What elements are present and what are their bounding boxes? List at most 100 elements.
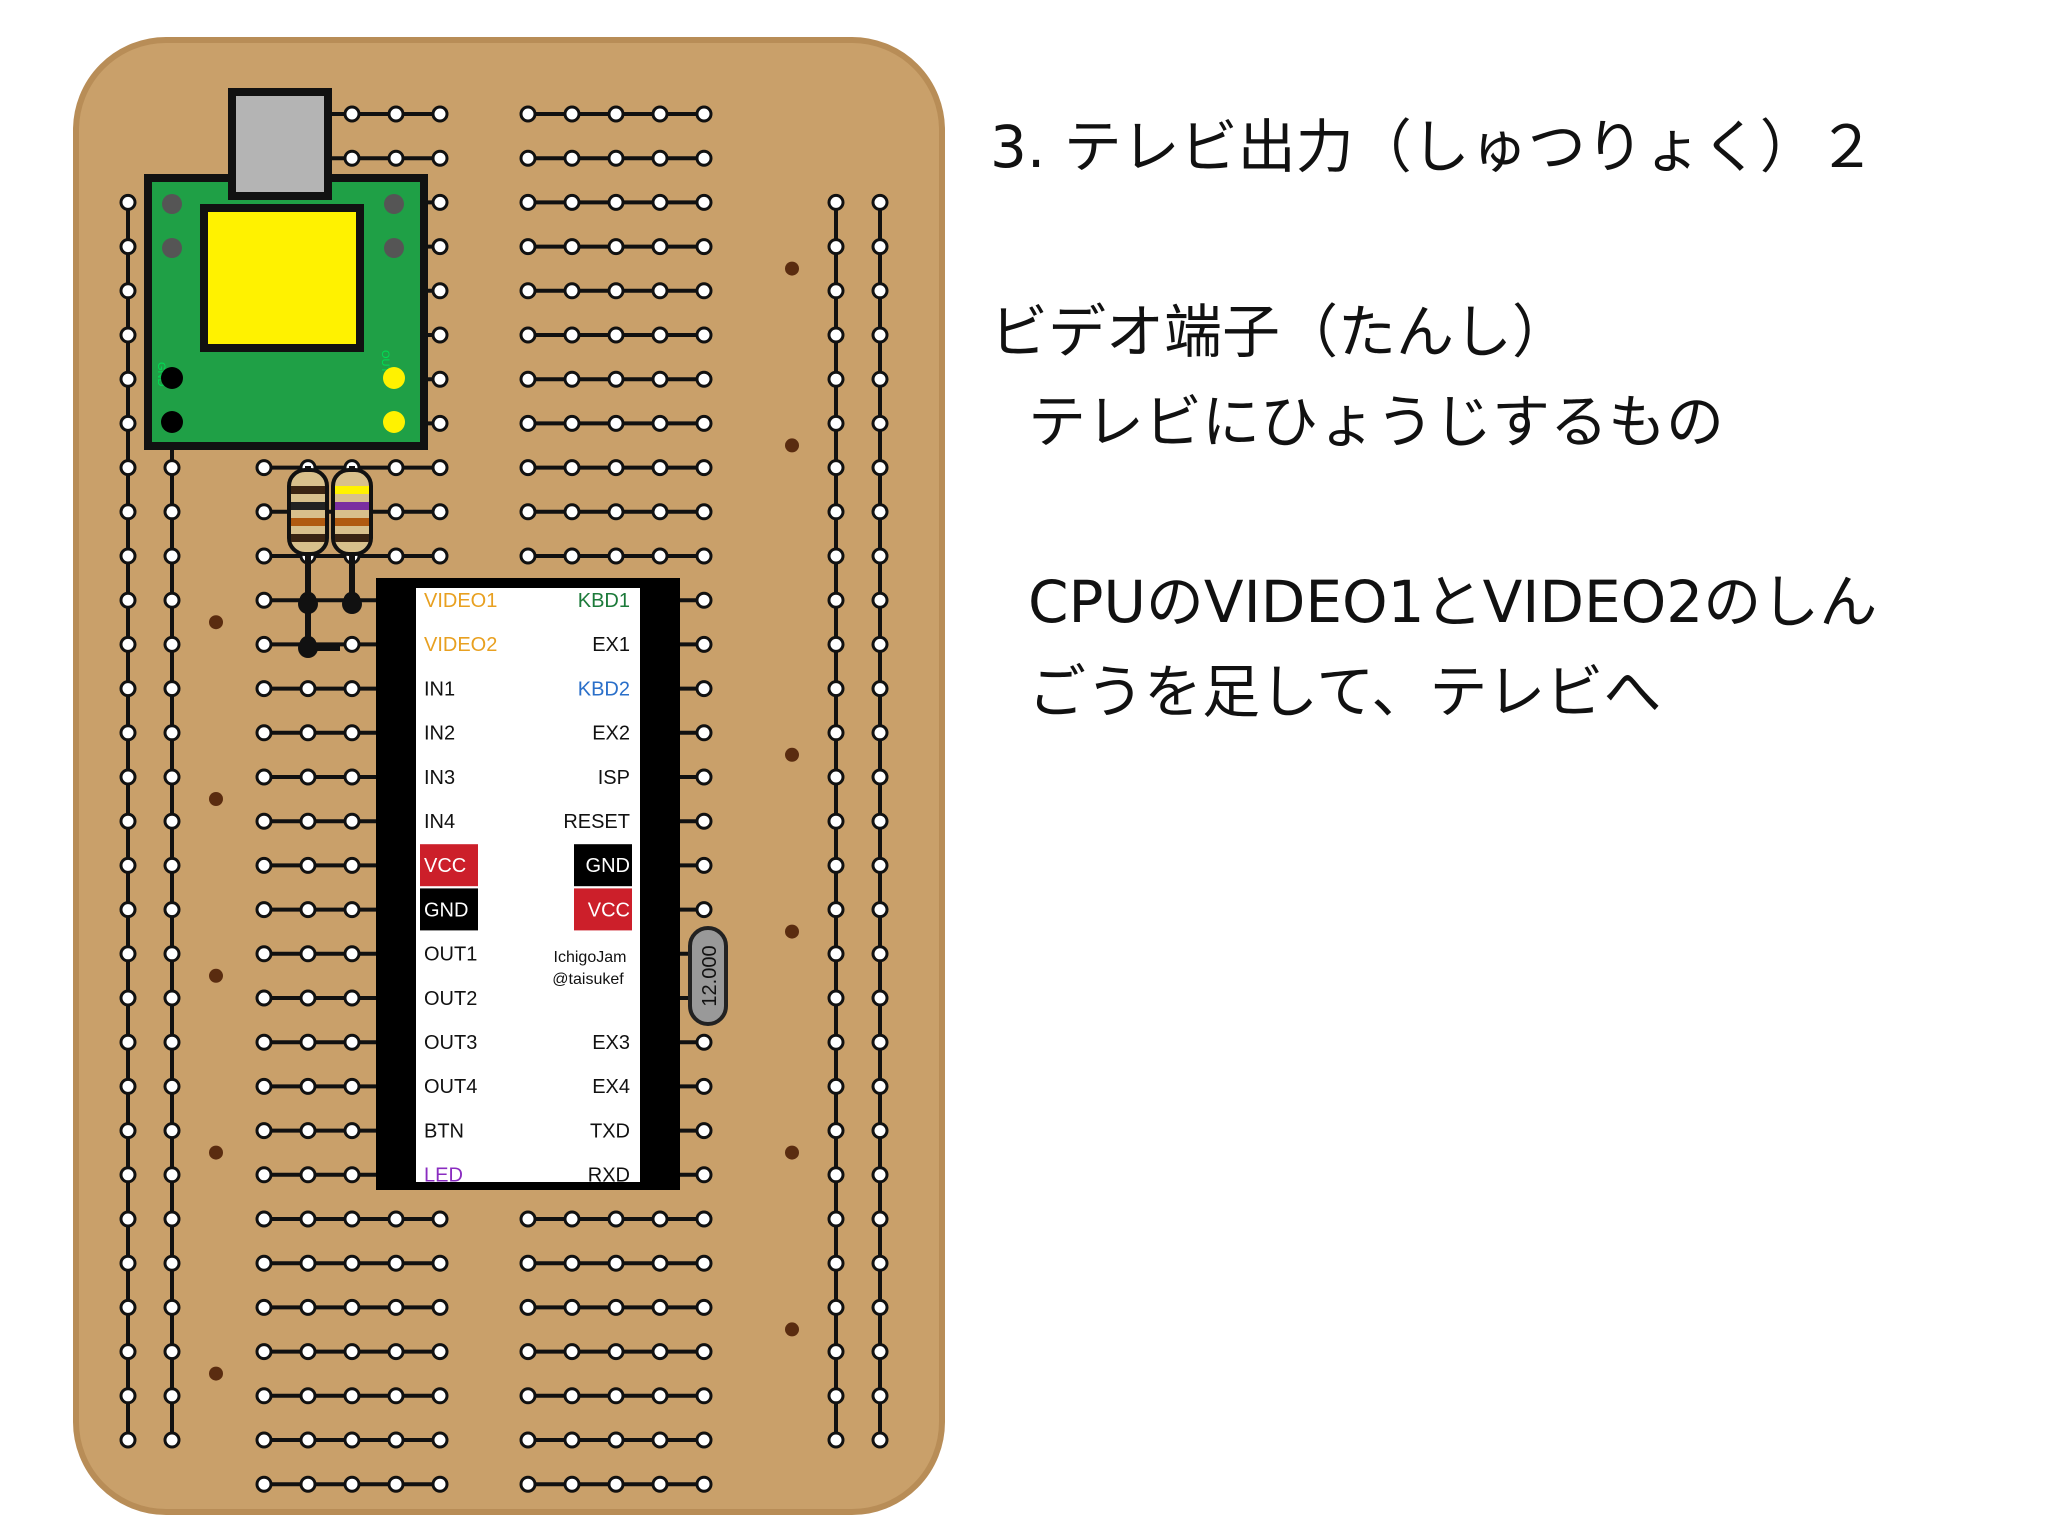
breadboard-hole (343, 680, 361, 698)
rail-hole (827, 238, 845, 256)
breadboard-hole (519, 1431, 537, 1449)
breadboard-hole (431, 414, 449, 432)
rail-hole (119, 680, 137, 698)
breadboard-hole (299, 1122, 317, 1140)
breadboard-hole (255, 1387, 273, 1405)
text-line-4: ごうを足して、テレビへ (1028, 658, 1662, 726)
breadboard-hole (387, 1254, 405, 1272)
breadboard-hole (255, 1475, 273, 1493)
breadboard-hole (651, 370, 669, 388)
breadboard-hole (651, 105, 669, 123)
rail-hole (119, 1122, 137, 1140)
breadboard-hole (607, 282, 625, 300)
breadboard-hole (695, 1387, 713, 1405)
breadboard-hole (519, 1387, 537, 1405)
breadboard-hole (299, 1298, 317, 1316)
text-line-1: ビデオ端子（たんし） (990, 298, 1571, 366)
rail-hole (119, 1298, 137, 1316)
breadboard-hole (651, 503, 669, 521)
breadboard-hole (343, 1254, 361, 1272)
breadboard-hole (255, 1431, 273, 1449)
breadboard-hole (343, 1122, 361, 1140)
rail-hole (119, 459, 137, 477)
breadboard-hole (387, 1431, 405, 1449)
rail-hole (119, 901, 137, 919)
breadboard-hole (695, 326, 713, 344)
breadboard-hole (695, 1254, 713, 1272)
breadboard-hole (519, 1254, 537, 1272)
breadboard-hole (563, 1343, 581, 1361)
breadboard-hole (431, 149, 449, 167)
chip-pin-label: ISP (598, 767, 630, 789)
breadboard-hole (607, 1431, 625, 1449)
rail-hole (827, 901, 845, 919)
rail-hole (827, 1210, 845, 1228)
rail-hole (871, 282, 889, 300)
rail-hole (871, 459, 889, 477)
chip-pin-label: RXD (588, 1165, 630, 1187)
breadboard-hole (519, 193, 537, 211)
breadboard-hole (695, 1343, 713, 1361)
rail-hole (119, 238, 137, 256)
rail-hole (119, 1210, 137, 1228)
breadboard-hole (431, 1254, 449, 1272)
rail-hole (871, 1210, 889, 1228)
pin-badge (420, 888, 478, 931)
breadboard-hole (519, 459, 537, 477)
breadboard-hole (299, 856, 317, 874)
breadboard-hole (299, 1343, 317, 1361)
breadboard-hole (299, 768, 317, 786)
row-mark (785, 1322, 799, 1337)
chip-pin-label: VCC (588, 899, 630, 921)
chip-pin-label: EX3 (592, 1032, 630, 1054)
breadboard-hole (387, 547, 405, 565)
breadboard-hole (255, 724, 273, 742)
jack-signal-pin (383, 367, 405, 389)
breadboard-hole (651, 547, 669, 565)
rail-hole (163, 591, 181, 609)
rail-hole (827, 1254, 845, 1272)
breadboard-hole (695, 370, 713, 388)
breadboard-hole (519, 547, 537, 565)
breadboard-hole (299, 1254, 317, 1272)
rail-hole (871, 724, 889, 742)
row-marks (209, 261, 799, 1381)
rail-hole (163, 768, 181, 786)
breadboard-hole (607, 547, 625, 565)
rail-hole (119, 1387, 137, 1405)
breadboard-hole (299, 724, 317, 742)
breadboard-hole (563, 459, 581, 477)
breadboard-hole (431, 459, 449, 477)
breadboard-hole (255, 1298, 273, 1316)
breadboard-hole (255, 503, 273, 521)
breadboard-hole (651, 1343, 669, 1361)
breadboard-hole (695, 635, 713, 653)
chip-pin-label: KBD2 (578, 678, 630, 700)
breadboard-hole (651, 1298, 669, 1316)
breadboard-hole (695, 1077, 713, 1095)
breadboard-hole (563, 149, 581, 167)
chip-pin-label: GND (586, 855, 630, 877)
breadboard-hole (563, 1475, 581, 1493)
chip-pins-left: VIDEO1VIDEO2IN1IN2IN3IN4VCCGNDOUT1OUT2OU… (420, 590, 497, 1187)
mount-hole (162, 238, 182, 258)
rail-hole (827, 1166, 845, 1184)
breadboard-hole (299, 1166, 317, 1184)
rail-hole (827, 1298, 845, 1316)
breadboard-hole (343, 768, 361, 786)
rail-hole (827, 724, 845, 742)
breadboard-hole (343, 724, 361, 742)
breadboard-hole (431, 370, 449, 388)
breadboard-hole (255, 591, 273, 609)
rail-hole (163, 1298, 181, 1316)
row-mark (785, 924, 799, 939)
breadboard-hole (431, 547, 449, 565)
breadboard-hole (563, 1210, 581, 1228)
breadboard-hole (607, 326, 625, 344)
rail-hole (163, 1122, 181, 1140)
breadboard-hole (651, 414, 669, 432)
row-mark (209, 615, 223, 630)
breadboard-hole (343, 1343, 361, 1361)
breadboard-hole (695, 1298, 713, 1316)
rail-hole (163, 1431, 181, 1449)
